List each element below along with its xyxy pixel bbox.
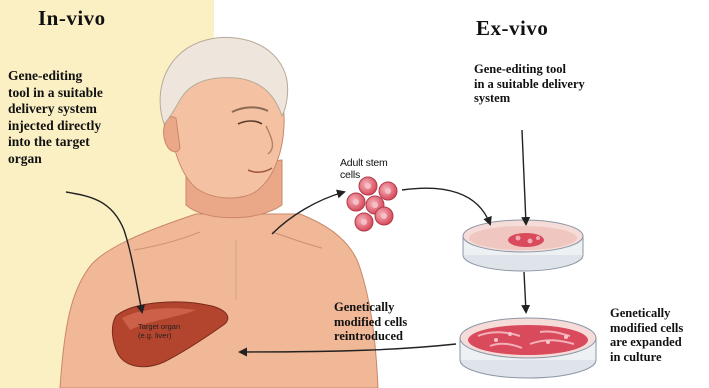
- arrow-stem-cells-to-dish: [402, 188, 490, 224]
- arrow-tool-to-dish: [522, 130, 526, 224]
- in-vivo-description-line: injected directly: [8, 118, 103, 135]
- cell-colony-small: [508, 233, 544, 247]
- reintroduced-label-line: Genetically: [334, 300, 407, 315]
- expanded-label-line: modified cells: [610, 321, 683, 336]
- ex-vivo-tool-label: Gene-editing tool in a suitable delivery…: [474, 62, 585, 106]
- petri-dish-bottom: [460, 318, 596, 378]
- ex-vivo-tool-label-line: Gene-editing tool: [474, 62, 585, 77]
- reintroduced-label-line: reintroduced: [334, 329, 407, 344]
- in-vivo-title: In-vivo: [38, 6, 106, 31]
- in-vivo-description-line: organ: [8, 151, 103, 168]
- petri-dish-top: [463, 220, 583, 271]
- ex-vivo-tool-label-line: system: [474, 91, 585, 106]
- expanded-label-line: are expanded: [610, 335, 683, 350]
- reintroduced-label-line: modified cells: [334, 315, 407, 330]
- stem-cell: [347, 193, 365, 211]
- in-vivo-description: Gene-editing tool in a suitable delivery…: [8, 68, 103, 167]
- arrow-dish-to-expanded: [524, 272, 526, 312]
- target-organ-label-line: Target organ: [138, 322, 180, 331]
- human-figure: [60, 37, 378, 388]
- stem-cell: [379, 182, 397, 200]
- stem-cells-label: Adult stem cells: [340, 158, 388, 181]
- ex-vivo-tool-label-line: in a suitable delivery: [474, 77, 585, 92]
- stem-cell: [355, 213, 373, 231]
- target-organ-label: Target organ (e.g. liver): [138, 322, 180, 340]
- stem-cell: [375, 207, 393, 225]
- target-organ-label-line: (e.g. liver): [138, 331, 180, 340]
- stem-cell-cluster: [347, 177, 397, 231]
- ex-vivo-title: Ex-vivo: [476, 16, 548, 41]
- in-vivo-description-line: tool in a suitable: [8, 85, 103, 102]
- reintroduced-label: Genetically modified cells reintroduced: [334, 300, 407, 344]
- expanded-label: Genetically modified cells are expanded …: [610, 306, 683, 364]
- torso: [60, 214, 378, 388]
- stem-cells-label-line: cells: [340, 170, 388, 182]
- in-vivo-description-line: into the target: [8, 134, 103, 151]
- cell-colony-large: [468, 325, 588, 355]
- in-vivo-description-line: delivery system: [8, 101, 103, 118]
- stem-cells-label-line: Adult stem: [340, 158, 388, 170]
- expanded-label-line: in culture: [610, 350, 683, 365]
- in-vivo-description-line: Gene-editing: [8, 68, 103, 85]
- expanded-label-line: Genetically: [610, 306, 683, 321]
